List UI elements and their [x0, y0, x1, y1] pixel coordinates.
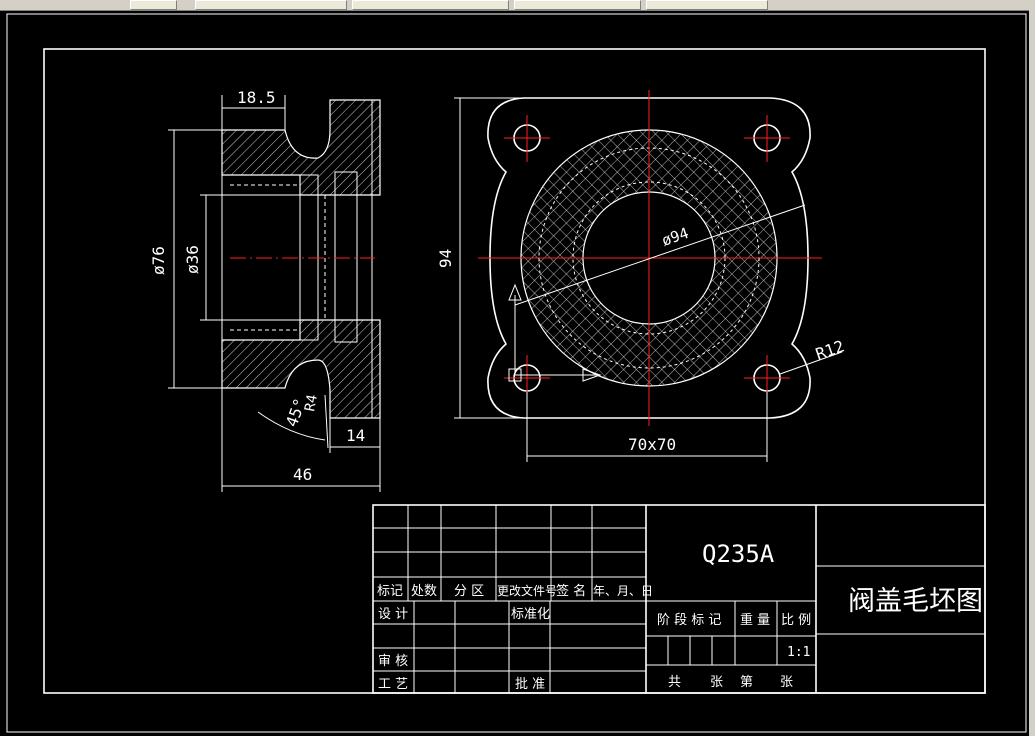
design-label: 设 计	[378, 607, 408, 622]
dim-length-label: 46	[293, 465, 312, 484]
total-label: 共	[668, 675, 681, 690]
hdr-mark: 标记	[377, 584, 403, 599]
material-label: Q235A	[702, 540, 775, 568]
drawing-title: 阀盖毛坯图	[848, 586, 983, 617]
side-view: 94 ø94 R12 70x70	[436, 90, 847, 462]
dim-square-label: 70x70	[628, 435, 676, 454]
ucs-icon	[508, 283, 602, 382]
dim-flange-label: 14	[346, 426, 365, 445]
lineweight-dropdown[interactable]	[646, 0, 768, 10]
hdr-zone: 分 区	[454, 584, 484, 599]
outer-border	[6, 13, 1027, 733]
dim-top-label: 18.5	[237, 88, 276, 107]
front-section-view: 18.5 ø76 ø36 45° R4 46 14	[149, 88, 381, 492]
scale-value: 1:1	[787, 645, 810, 660]
hdr-count: 处数	[411, 584, 437, 599]
layer-dropdown[interactable]	[195, 0, 347, 10]
sheet2-label: 张	[780, 675, 793, 690]
drawing-canvas[interactable]: 18.5 ø76 ø36 45° R4 46 14	[0, 10, 1029, 736]
vertical-scrollbar[interactable]	[1029, 10, 1035, 736]
dim-inner-dia-label: ø36	[183, 245, 202, 274]
upper-section-hatch	[221, 99, 381, 196]
process-label: 工 艺	[378, 677, 408, 692]
dim-outer-dia-label: ø76	[149, 246, 168, 275]
page-label: 第	[740, 675, 753, 690]
stage-label: 阶 段 标 记	[657, 613, 721, 628]
annular-crosshatch	[520, 129, 778, 387]
weight-label: 重 量	[740, 612, 770, 628]
cad-toolbar	[0, 0, 1035, 11]
approve-label: 批 准	[515, 677, 545, 692]
review-label: 审 核	[378, 654, 408, 669]
hdr-date: 年、月、日	[593, 584, 653, 598]
dim-radius-label: R12	[813, 336, 847, 363]
ratio-label: 比 例	[781, 613, 811, 628]
flange-outline	[487, 97, 811, 419]
dim-radius-label: R4	[302, 393, 321, 412]
sheets-label: 张	[710, 675, 723, 690]
lower-section-hatch	[221, 319, 381, 419]
dim-height-label: 94	[436, 249, 455, 268]
linetype-dropdown[interactable]	[514, 0, 641, 10]
hdr-sign: 签 名	[556, 583, 586, 599]
title-block: 标记 处数 分 区 更改文件号 签 名 年、月、日 设 计 标准化 审 核 工 …	[372, 504, 986, 694]
color-dropdown[interactable]	[352, 0, 509, 10]
toolbar-button[interactable]	[130, 0, 177, 10]
hdr-doc: 更改文件号	[497, 583, 557, 598]
standard-label: 标准化	[511, 607, 550, 622]
